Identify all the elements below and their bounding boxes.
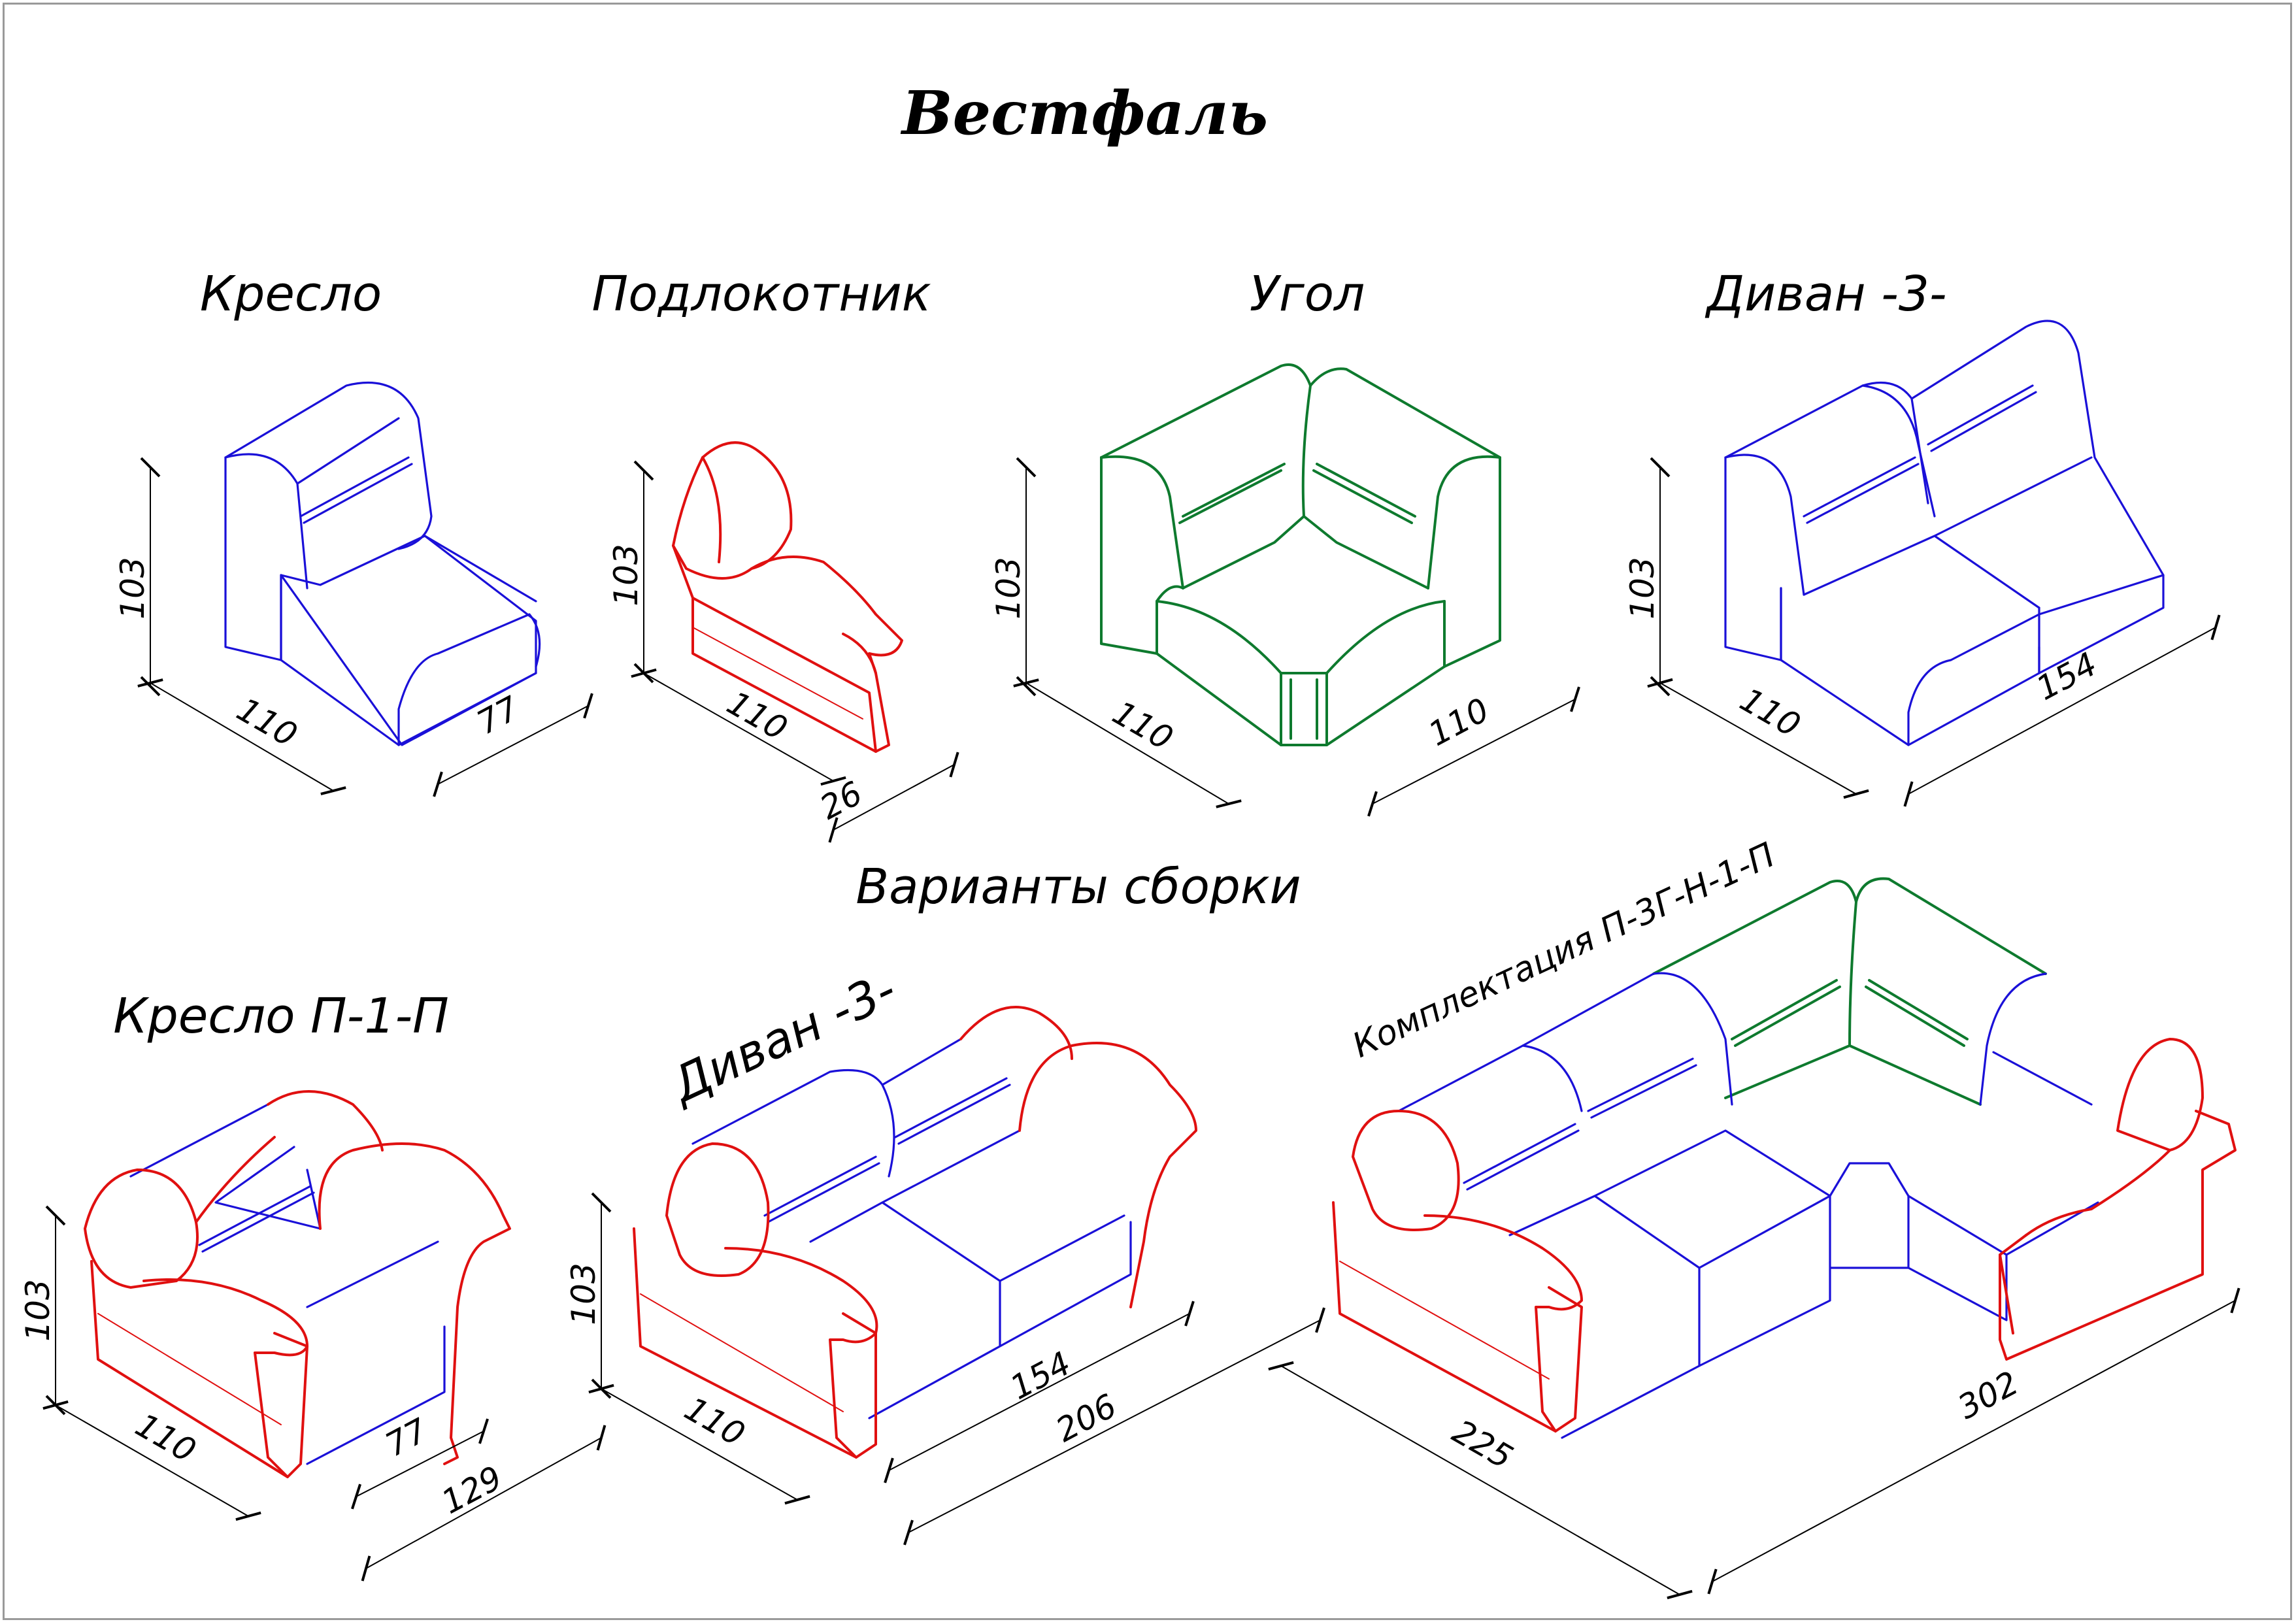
dim-sofa-width: 154 <box>2030 645 2103 708</box>
module-armrest-drawing <box>672 441 903 753</box>
module-armchair-drawing <box>224 381 541 746</box>
assembly-label-sofa: Диван -3- <box>661 961 905 1114</box>
dim-armchair-height: 103 <box>114 557 152 619</box>
dim-armrest-width: 26 <box>814 774 868 827</box>
section-title: Варианты сборки <box>856 859 1301 915</box>
assembly-armchair-drawing <box>84 1090 511 1478</box>
dim-set3-right: 302 <box>1952 1364 2024 1427</box>
module-armchair-dims: 103 110 77 <box>114 457 593 797</box>
dim-set2-height: 103 <box>565 1263 603 1325</box>
dim-set1-total: 129 <box>435 1459 508 1521</box>
module-armrest-dims: 103 110 26 <box>607 460 959 843</box>
assembly-set-drawing <box>1332 877 2237 1439</box>
module-label-armrest: Подлокотник <box>592 266 931 322</box>
sheet-frame <box>3 3 2292 1620</box>
dim-corner-depth: 110 <box>1106 693 1180 757</box>
dim-sofa-depth: 110 <box>1734 680 1807 744</box>
dim-set2-depth: 110 <box>678 1389 752 1453</box>
dim-set1-inner: 77 <box>379 1411 434 1464</box>
module-label-armchair: Кресло <box>200 266 382 322</box>
dim-set2-inner: 154 <box>1004 1344 1076 1407</box>
module-corner-dims: 103 110 110 <box>990 457 1580 817</box>
assembly-armchair-dims: 103 110 77 129 <box>19 1205 607 1582</box>
module-label-corner: Угол <box>1250 266 1365 322</box>
dim-corner-height: 103 <box>990 557 1027 619</box>
dim-armchair-width: 77 <box>471 689 525 742</box>
module-sofa-drawing <box>1724 320 2165 746</box>
dim-sofa-height: 103 <box>1623 557 1661 619</box>
module-corner-drawing <box>1100 363 1501 746</box>
assembly-label-armchair: Кресло П-1-П <box>113 988 449 1044</box>
page-title: Вестфаль <box>900 78 1268 148</box>
assembly-label-set: Комплектация П-3Г-Н-1-П <box>1347 835 1782 1065</box>
dim-armchair-depth: 110 <box>231 690 304 754</box>
assembly-set-dims: 225 302 <box>1268 1287 2240 1600</box>
dim-corner-width: 110 <box>1422 691 1495 754</box>
module-sofa-dims: 103 110 154 <box>1623 457 2221 807</box>
dim-set1-depth: 110 <box>129 1406 203 1470</box>
dim-armrest-height: 103 <box>607 544 645 606</box>
module-label-sofa: Диван -3- <box>1705 266 1946 322</box>
dim-set1-height: 103 <box>19 1279 57 1341</box>
